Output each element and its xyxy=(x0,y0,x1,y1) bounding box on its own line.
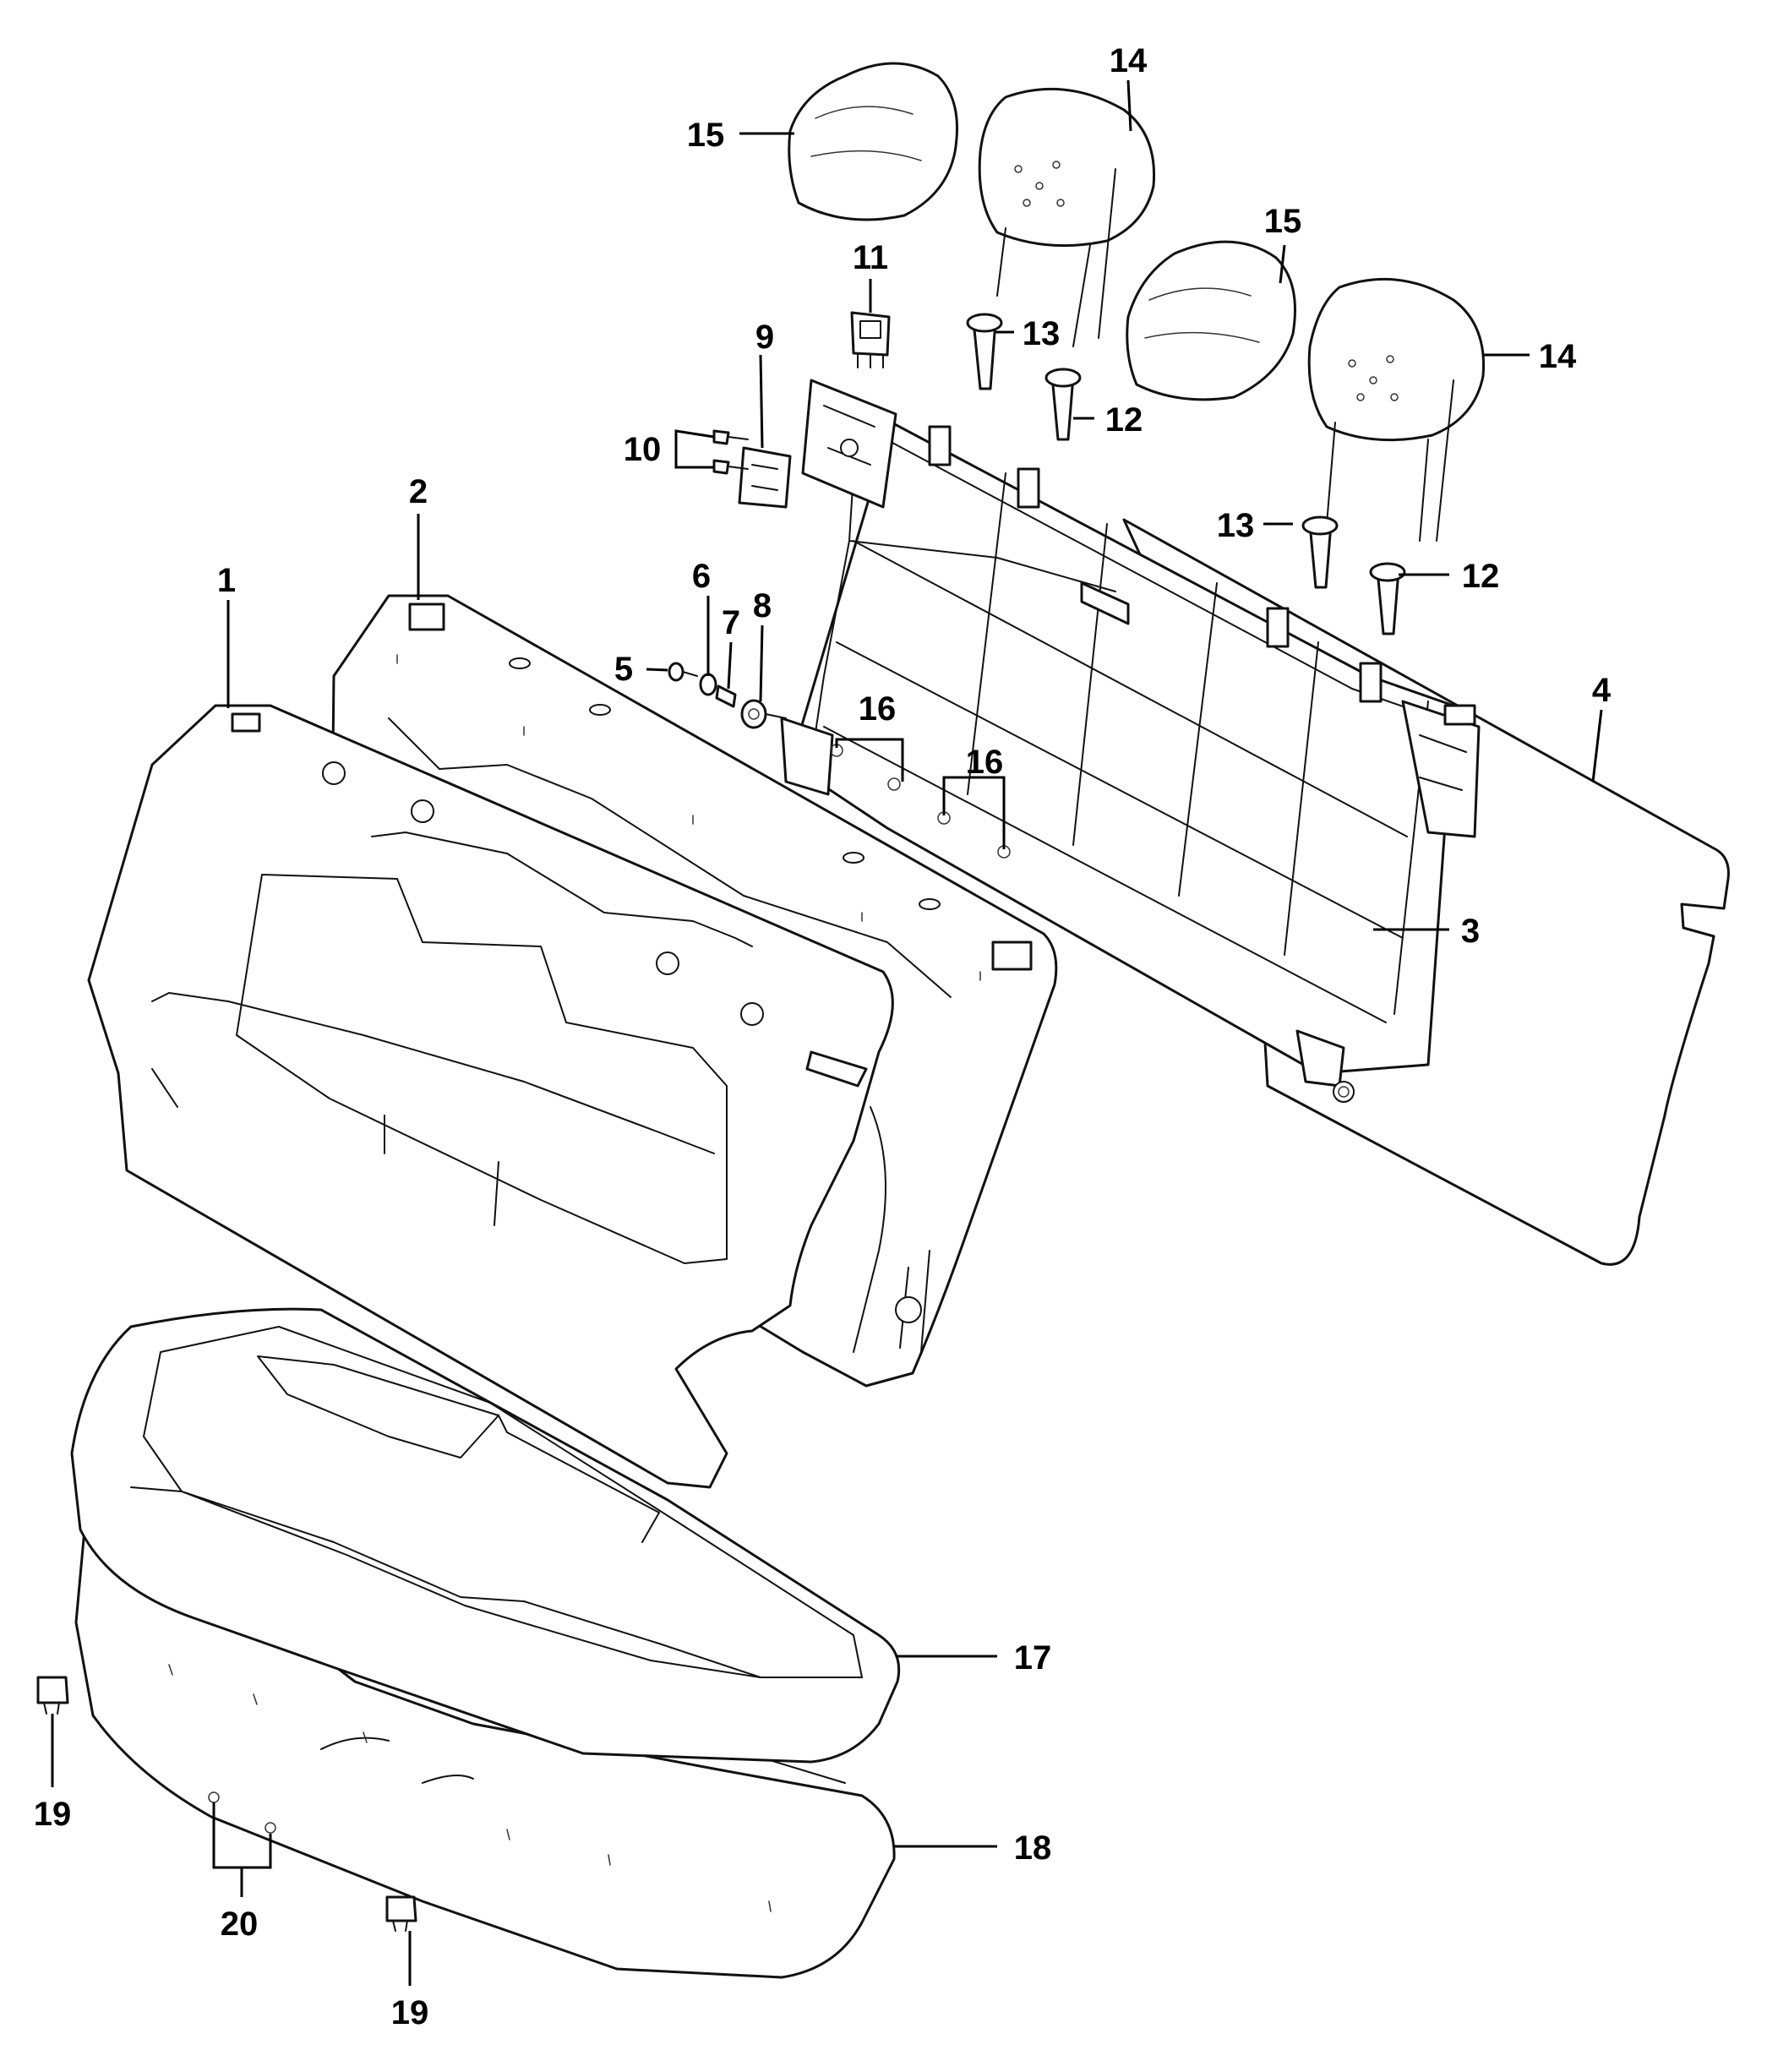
part-headrest-15-left xyxy=(788,62,958,221)
callout-16-b: 16 xyxy=(966,744,1004,781)
part-seat-frame xyxy=(780,379,1481,1103)
part-seat-cushion xyxy=(70,1307,901,1764)
callout-8: 8 xyxy=(753,587,772,624)
callout-17: 17 xyxy=(1014,1639,1052,1677)
callout-9: 9 xyxy=(755,319,774,356)
callout-14-a: 14 xyxy=(1110,42,1148,79)
part-front-backrest xyxy=(87,704,894,1489)
callout-6: 6 xyxy=(692,558,711,595)
callout-12-a: 12 xyxy=(1105,401,1143,439)
callout-2: 2 xyxy=(409,473,428,510)
callout-7: 7 xyxy=(722,604,740,641)
part-headrest-14-left xyxy=(978,87,1156,347)
callout-4: 4 xyxy=(1592,672,1612,709)
part-hinge xyxy=(712,429,792,509)
callout-16-a: 16 xyxy=(859,690,897,728)
callout-20: 20 xyxy=(221,1906,259,1943)
callout-10: 10 xyxy=(624,431,662,468)
callout-3: 3 xyxy=(1461,913,1480,950)
part-clips-19 xyxy=(36,1676,417,1932)
callout-14-b: 14 xyxy=(1539,338,1577,375)
callout-1: 1 xyxy=(217,562,236,599)
callout-11: 11 xyxy=(853,239,888,276)
part-latch-cover xyxy=(850,311,891,368)
callout-12-b: 12 xyxy=(1462,558,1500,595)
part-headrest-guides xyxy=(966,313,1406,635)
part-headrest-14-right xyxy=(1307,277,1486,542)
callout-labels: 1 2 3 4 5 6 7 8 9 10 11 12 12 13 13 14 1… xyxy=(34,42,1612,2031)
part-pivot-hardware xyxy=(668,662,787,729)
callout-13-b: 13 xyxy=(1217,507,1255,544)
leader-lines xyxy=(51,79,1603,1986)
callout-13-a: 13 xyxy=(1023,315,1061,352)
callout-19-b: 19 xyxy=(391,1994,429,2031)
callout-19-a: 19 xyxy=(34,1796,72,1833)
callout-18: 18 xyxy=(1014,1829,1052,1867)
part-headrest-15-right xyxy=(1126,240,1296,401)
callout-5: 5 xyxy=(614,651,633,688)
callout-15-b: 15 xyxy=(1264,203,1302,240)
callout-15-a: 15 xyxy=(687,117,725,154)
